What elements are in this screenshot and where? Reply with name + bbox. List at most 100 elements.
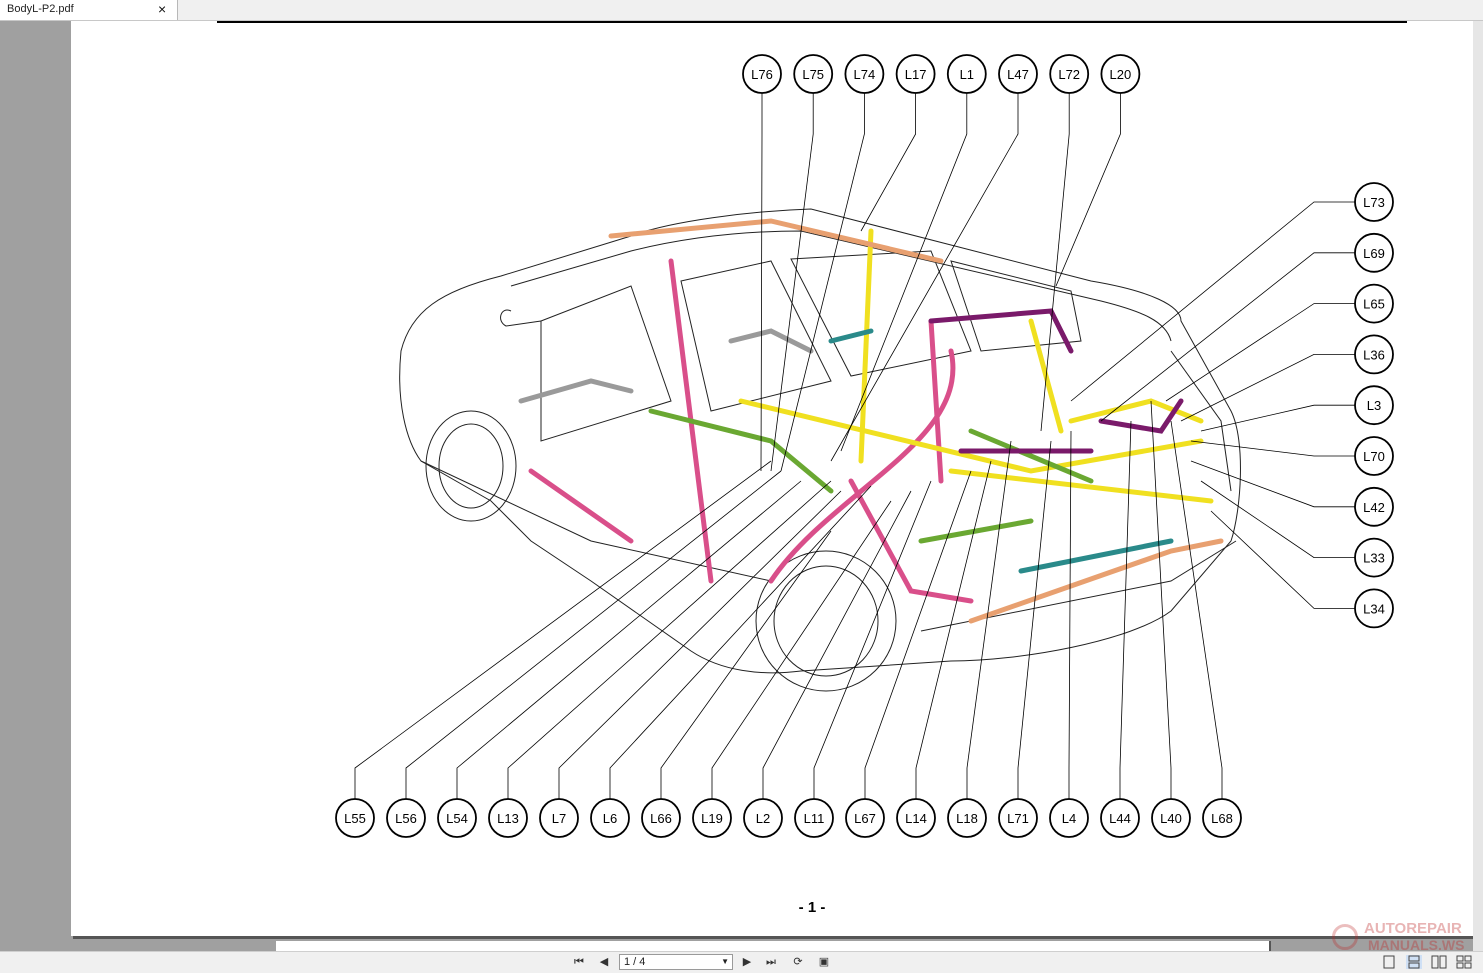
callout-label-L4: L4 [1062,811,1076,826]
harness-wire-pink [848,478,974,604]
first-page-button[interactable]: ⏮ [570,955,588,970]
callout-label-L73: L73 [1363,195,1385,210]
single-page-view-icon[interactable] [1381,955,1397,969]
rotate-button[interactable]: ⟳ [789,955,807,970]
harness-wire-pink [528,468,634,544]
callout-label-L2: L2 [756,811,770,826]
document-tab[interactable]: BodyL-P2.pdf × [0,0,178,20]
next-page-button[interactable]: ▶ [738,955,756,970]
callout-label-L34: L34 [1363,601,1385,616]
callout-L6: L6 [590,798,630,838]
next-pdf-page [276,941,1269,951]
callout-L1: L1 [946,54,987,94]
leader-L1 [840,93,968,452]
callout-L66: L66 [641,798,681,838]
callout-L55: L55 [335,798,375,838]
watermark-line1: AUTOREPAIR [1364,920,1462,937]
callout-circle-L34 [1354,588,1394,629]
callout-label-L36: L36 [1363,347,1385,362]
callout-label-L71: L71 [1007,811,1029,826]
callout-label-L42: L42 [1363,500,1385,515]
callout-L4: L4 [1049,798,1089,838]
facing-continuous-view-icon[interactable] [1456,955,1472,969]
page-number-select[interactable]: 1 / 4▼ [619,954,733,970]
callout-circle-L1 [946,54,987,94]
callout-circle-L66 [641,798,681,838]
callout-circle-L67 [845,798,885,838]
harness-wire-green [918,518,1034,544]
callout-L65: L65 [1354,283,1394,324]
leader-L14 [915,460,992,799]
harness-wire-pink [768,348,956,584]
harness-wire-yellow [858,228,874,464]
callout-circle-L40 [1151,798,1191,838]
leader-L47 [830,93,1019,462]
callout-L44: L44 [1100,798,1140,838]
callout-circle-L75 [793,54,834,94]
leader-L11 [813,480,932,799]
watermark-line2: MANUALS.WS [1368,937,1465,953]
callout-label-L3: L3 [1367,398,1381,413]
callout-label-L75: L75 [802,67,824,82]
close-icon[interactable]: × [158,1,167,17]
callout-label-L19: L19 [701,811,723,826]
last-page-button[interactable]: ⏭ [762,955,780,970]
leader-L55 [354,460,772,799]
rotate-icon: ⟳ [793,956,803,968]
callout-label-L72: L72 [1058,67,1080,82]
callout-L19: L19 [692,798,732,838]
callout-circle-L14 [896,798,936,838]
callout-label-L17: L17 [905,67,927,82]
callout-L18: L18 [947,798,987,838]
leader-L76 [760,93,763,472]
callout-label-L66: L66 [650,811,672,826]
callout-circle-L4 [1049,798,1089,838]
vertical-scrollbar[interactable] [1473,21,1483,951]
callout-label-L55: L55 [344,811,366,826]
callout-label-L47: L47 [1007,67,1029,82]
leader-L65 [1165,303,1355,402]
callout-circle-L11 [794,798,834,838]
leader-L19 [711,500,892,799]
callout-label-L69: L69 [1363,246,1385,261]
callout-circle-L7 [539,798,579,838]
callout-L2: L2 [743,798,783,838]
first-page-icon: ⏮ [574,956,584,968]
callout-L17: L17 [895,54,936,94]
callout-L54: L54 [437,798,477,838]
prev-page-button[interactable]: ◀ [595,955,613,970]
harness-wire-teal [828,328,874,344]
callout-circle-L33 [1354,537,1394,578]
callout-circle-L6 [590,798,630,838]
facing-view-icon[interactable] [1431,955,1447,969]
callout-circle-L20 [1100,54,1141,94]
page-number-value: 1 / 4 [624,956,646,968]
callout-label-L7: L7 [552,811,566,826]
callout-label-L1: L1 [960,67,974,82]
leader-L4 [1068,430,1072,799]
leader-L17 [860,93,916,232]
callout-L56: L56 [386,798,426,838]
leader-L73 [1070,201,1355,402]
callout-label-L70: L70 [1363,449,1385,464]
leader-L7 [558,490,842,799]
callout-circle-L17 [895,54,936,94]
harness-wire-gray [518,378,634,404]
callout-circle-L44 [1100,798,1140,838]
callout-L67: L67 [845,798,885,838]
callout-label-L18: L18 [956,811,978,826]
leader-L40 [1150,400,1172,799]
leader-L56 [405,470,782,799]
leader-L71 [1017,440,1052,799]
page-number: - 1 - [799,899,826,916]
fit-page-button[interactable]: ▣ [815,955,833,970]
callout-L42: L42 [1354,486,1394,527]
continuous-view-icon[interactable] [1406,955,1422,969]
leader-L20 [1055,93,1121,287]
callout-label-L14: L14 [905,811,927,826]
callout-circle-L18 [947,798,987,838]
next-page-icon: ▶ [742,956,752,968]
